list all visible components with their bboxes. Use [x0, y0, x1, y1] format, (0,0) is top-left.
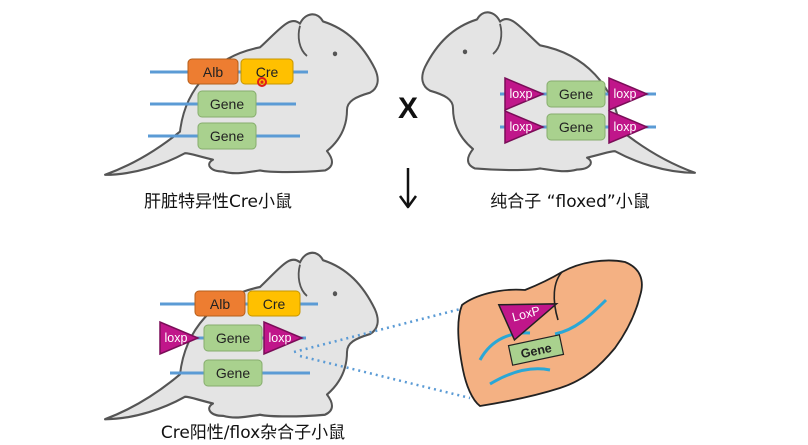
offspring-mouse: Alb Cre loxp Gene loxp Gene [103, 251, 379, 421]
floxed-mouse: loxp Gene loxp loxp Gene loxp [422, 12, 695, 172]
svg-text:Gene: Gene [216, 330, 250, 346]
svg-text:Cre: Cre [263, 296, 286, 312]
svg-text:Gene: Gene [210, 96, 244, 112]
down-arrow-icon [398, 168, 418, 209]
zoom-line [293, 303, 477, 354]
svg-text:loxp: loxp [614, 120, 637, 134]
svg-text:loxp: loxp [510, 120, 533, 134]
alb-promoter-box: Alb [194, 290, 246, 317]
cre-marker-dot [257, 77, 267, 87]
svg-text:Gene: Gene [559, 119, 593, 135]
svg-text:loxp: loxp [165, 331, 188, 345]
gene-box: Gene [197, 90, 257, 118]
liver-vessel [489, 367, 551, 386]
loxp-site: loxp [608, 109, 649, 145]
caption-offspring-mouse: Cre阳性/flox杂合子小鼠 [161, 423, 345, 443]
liver-illustration: LoxP Gene [457, 259, 643, 407]
loxp-site: loxp [504, 109, 545, 145]
liver-cre-mouse: Alb Cre Gene Gene [103, 13, 379, 176]
svg-text:Gene: Gene [216, 365, 250, 381]
gene-box: Gene [203, 359, 263, 387]
caption-floxed-mouse: 纯合子 “floxed”小鼠 [490, 192, 649, 212]
cre-box: Cre [240, 58, 294, 87]
cre-box: Cre [247, 290, 301, 317]
gene-box: Gene [546, 80, 606, 108]
gene-box: Gene [197, 122, 257, 150]
loxp-site: LoxP [497, 303, 559, 342]
alb-promoter-box: Alb [187, 58, 239, 85]
loxp-site: loxp [263, 320, 304, 356]
gene-box: Gene [203, 324, 263, 352]
gene-box: Gene [546, 113, 606, 141]
svg-text:loxp: loxp [269, 331, 292, 345]
gene-box: Gene [507, 334, 565, 366]
svg-text:Alb: Alb [210, 296, 230, 312]
svg-text:loxp: loxp [510, 87, 533, 101]
loxp-site: loxp [159, 320, 200, 356]
loxp-site: loxp [608, 76, 649, 112]
caption-liver-cre-mouse: 肝脏特异性Cre小鼠 [144, 192, 292, 212]
liver-vessel [478, 331, 531, 361]
svg-text:loxp: loxp [614, 87, 637, 101]
cre-label: Cre [256, 64, 279, 80]
svg-text:Gene: Gene [519, 341, 553, 361]
cross-symbol: X [398, 92, 418, 125]
svg-text:Gene: Gene [559, 86, 593, 102]
loxp-site: loxp [504, 76, 545, 112]
zoom-line [299, 354, 471, 400]
alb-label: Alb [203, 64, 223, 80]
svg-text:Gene: Gene [210, 128, 244, 144]
liver-vessel [554, 298, 608, 336]
